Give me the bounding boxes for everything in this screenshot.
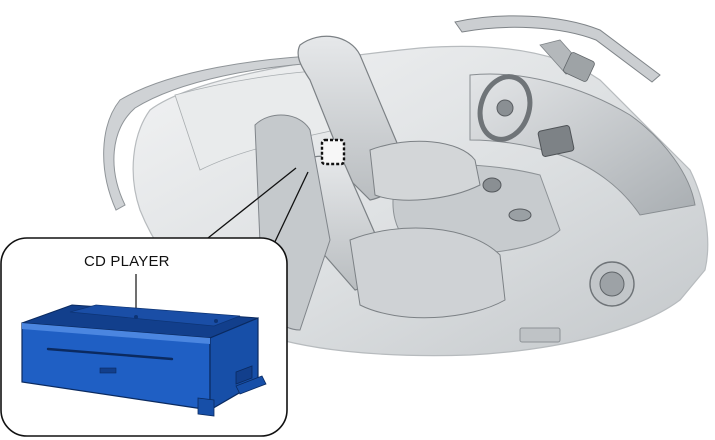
driver-seat-cushion: [349, 227, 506, 319]
center-display: [537, 125, 575, 157]
steering-wheel: [477, 74, 533, 142]
rear-view-mirror: [563, 52, 595, 82]
gear-shifter: [482, 177, 502, 193]
cd-player-location-marker: [320, 138, 346, 166]
callout-leader: [207, 167, 309, 249]
cd-player-unit: [21, 304, 267, 417]
callout-leader-line-upper: [207, 167, 297, 239]
dashboard: [469, 73, 696, 216]
vehicle-door-edge: [103, 54, 331, 211]
cd-player-screw: [214, 319, 218, 323]
cd-player-eject-detail: [99, 367, 117, 374]
control-knob: [508, 208, 532, 222]
cd-player-front-highlight: [22, 323, 210, 344]
cd-player-bracket-left: [197, 397, 215, 417]
steering-hub: [496, 99, 514, 117]
door-speaker-cone: [599, 271, 625, 297]
cd-player-screw: [134, 315, 138, 319]
cd-player-top-recess: [69, 304, 241, 327]
windshield-frame: [454, 15, 661, 83]
floor-mat: [519, 327, 561, 343]
passenger-seat-cushion: [369, 140, 481, 201]
callout-leader-line-lower: [271, 171, 309, 249]
cd-player-rear-tab: [235, 365, 253, 385]
cd-player-disc-slot: [46, 347, 174, 361]
cd-player-bracket-right: [235, 375, 267, 395]
callout-label-cd-player: CD PLAYER: [84, 253, 170, 270]
